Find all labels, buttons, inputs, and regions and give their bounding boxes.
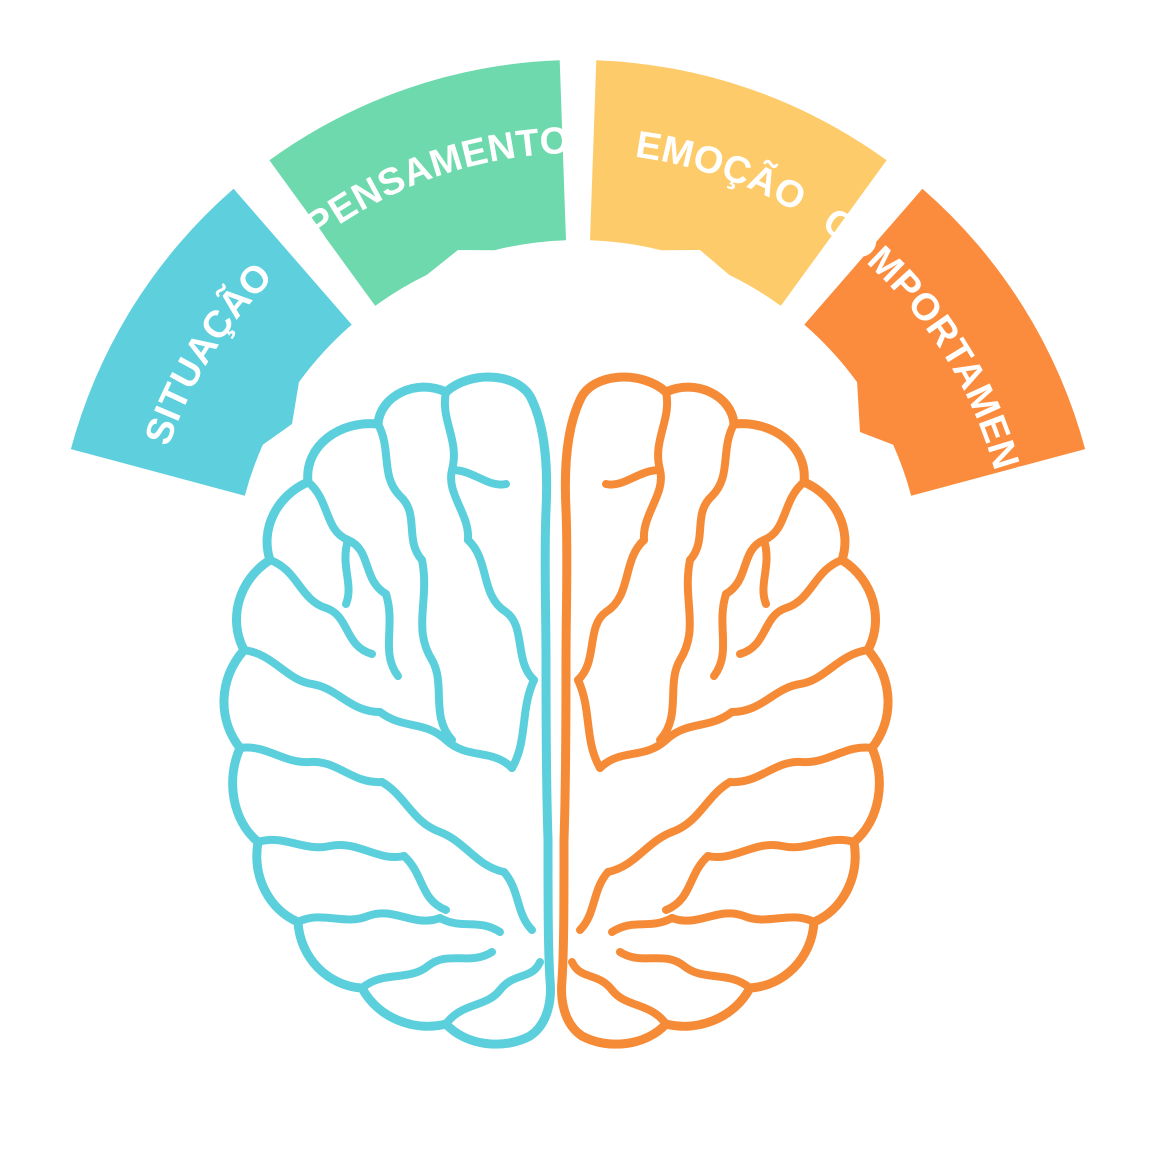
brain-left-gyrus-10 xyxy=(442,958,544,1028)
brain-left-gyrus-7 xyxy=(254,835,408,862)
segment-emocao: EMOÇÃO xyxy=(590,60,887,306)
segment-band-pensamento xyxy=(269,60,566,306)
brain-left-gyrus-16 xyxy=(400,852,450,914)
brain-icon xyxy=(219,372,893,1049)
brain-right-gyrus-21 xyxy=(759,536,771,608)
segment-band-situacao xyxy=(70,188,352,496)
brain-left-gyrus-19 xyxy=(500,868,536,934)
brain-left-gyrus-9 xyxy=(358,948,496,992)
brain-right-gyrus-20 xyxy=(602,466,664,489)
brain-right-outline-2 xyxy=(557,395,585,985)
brain-left-gyrus-2 xyxy=(374,420,426,564)
brain-left-gyrus-5 xyxy=(240,646,384,716)
brain-left-gyrus-4 xyxy=(266,556,376,658)
brain-left-gyrus-21 xyxy=(341,536,353,608)
brain-right-gyrus-6 xyxy=(726,743,876,787)
brain-right-gyrus-7 xyxy=(704,835,858,862)
brain-right-gyrus-14 xyxy=(596,708,736,772)
segment-band-comportamento xyxy=(804,188,1086,496)
brain-right-gyrus-1 xyxy=(639,388,672,544)
brain-left-gyrus-14 xyxy=(376,708,516,772)
brain-left-outline-2 xyxy=(527,395,555,985)
brain-right-gyrus-10 xyxy=(568,958,670,1028)
segment-situacao: SITUAÇÃO xyxy=(70,188,352,496)
brain-right-gyrus-15 xyxy=(604,778,734,876)
brain-right-gyrus-12 xyxy=(656,556,694,744)
brain-right-gyrus-9 xyxy=(616,948,754,992)
brain-right-gyrus-2 xyxy=(686,420,738,564)
brain-right-gyrus-16 xyxy=(662,852,712,914)
brain-left-gyrus-18 xyxy=(508,676,538,772)
brain-left-gyrus-13 xyxy=(382,590,402,680)
brain-left-gyrus-8 xyxy=(294,909,444,926)
brain-left-gyrus-6 xyxy=(236,743,386,787)
brain-left-gyrus-17 xyxy=(436,914,504,936)
brain-right-gyrus-11 xyxy=(574,536,648,684)
brain-left-gyrus-1 xyxy=(440,388,473,544)
brain-right-gyrus-8 xyxy=(668,909,818,926)
brain-left-gyrus-12 xyxy=(418,556,456,744)
brain-right-gyrus-5 xyxy=(728,646,872,716)
brain-right-gyrus-19 xyxy=(576,868,612,934)
brain-right-gyrus-18 xyxy=(574,676,604,772)
brain-right-gyrus-13 xyxy=(710,590,730,680)
brain-left-gyrus-11 xyxy=(464,536,538,684)
segment-comportamento: COMPORTAMENTO xyxy=(804,188,1086,526)
segment-band-emocao xyxy=(590,60,887,306)
brain-right-gyrus-17 xyxy=(608,914,676,936)
brain-left-gyrus-15 xyxy=(378,778,508,876)
brain-right-hemisphere xyxy=(557,372,893,1049)
segment-pensamento: PENSAMENTO xyxy=(269,60,570,306)
brain-right-gyrus-4 xyxy=(736,556,846,658)
brain-left-hemisphere xyxy=(219,372,555,1049)
brain-left-gyrus-20 xyxy=(448,466,510,489)
